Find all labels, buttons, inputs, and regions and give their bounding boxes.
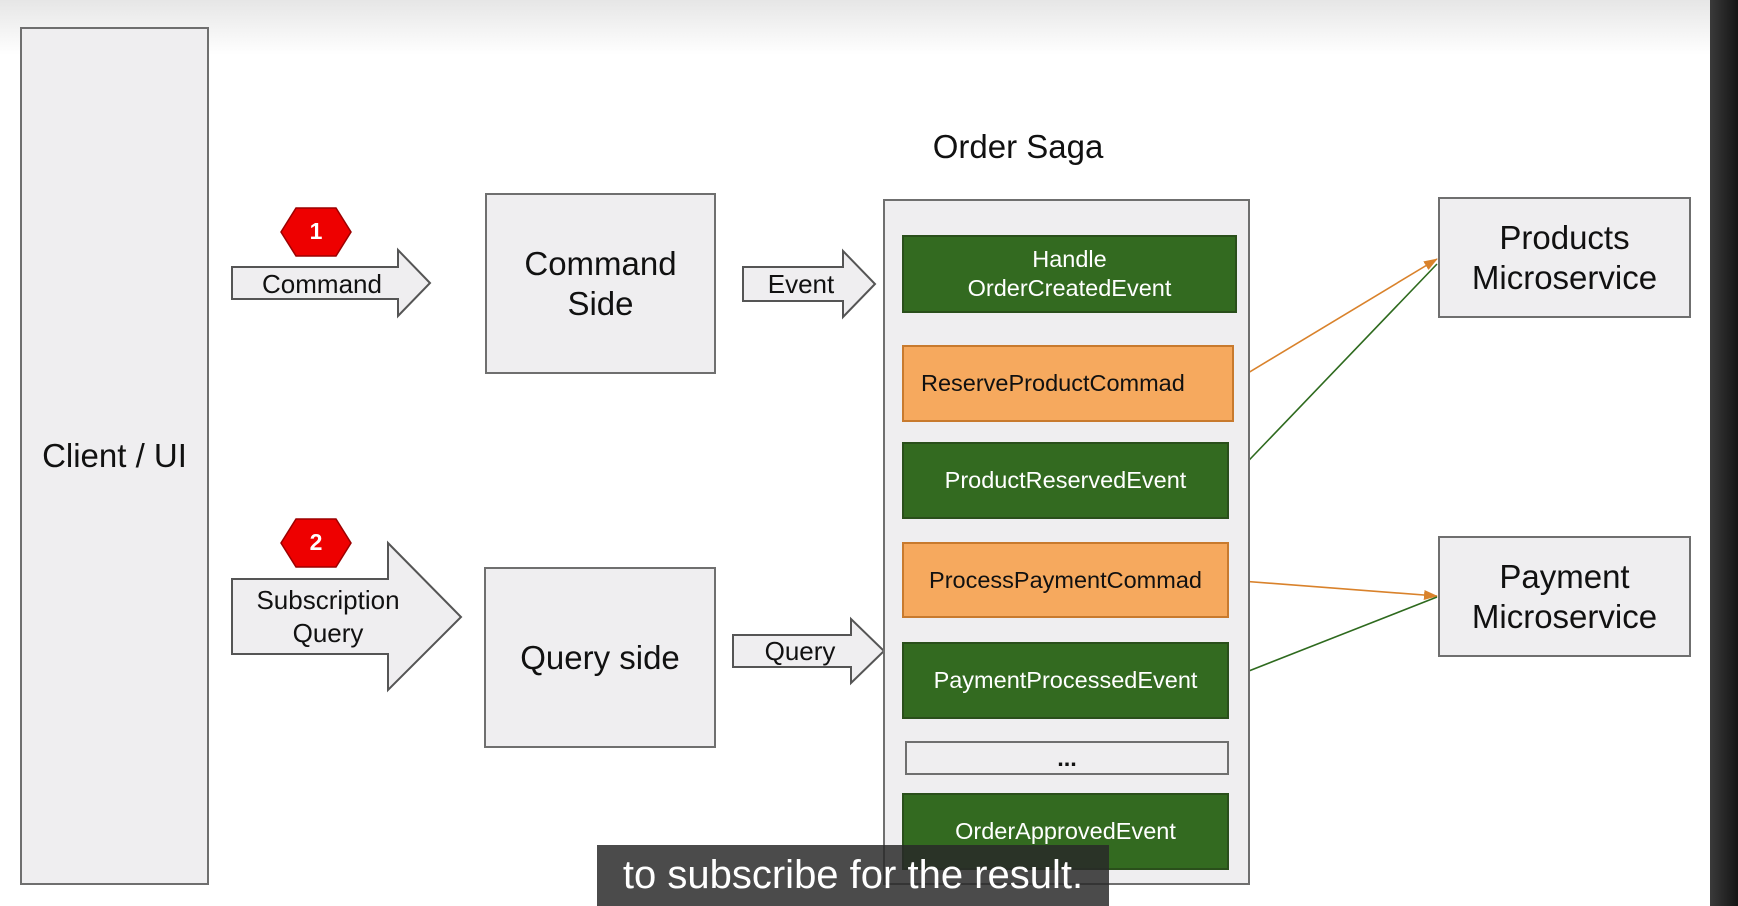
products-to-reserved-line: [1230, 263, 1438, 480]
reserve-to-products-line: [1232, 258, 1438, 383]
badge-2-label: 2: [309, 529, 323, 555]
top-shadow: [0, 0, 1738, 55]
products-microservice-box: Products Microservice: [1438, 197, 1691, 318]
saga-handle-order-created: Handle OrderCreatedEvent: [902, 235, 1237, 313]
payment-line1: Payment: [1499, 557, 1630, 595]
subscription-line1: Subscription: [256, 585, 400, 615]
saga-payment-processed-event: PaymentProcessedEvent: [902, 642, 1229, 719]
command-side-box: Command Side: [485, 193, 716, 374]
badge-2-octagon: [280, 518, 352, 568]
command-side-line1: Command: [524, 244, 677, 282]
query-arrow: [732, 616, 886, 686]
subscription-line2: Query: [292, 618, 364, 648]
badge-1-label: 1: [309, 218, 323, 244]
saga-reserve-product-command: ReserveProductCommad: [902, 345, 1234, 422]
subscription-arrow-label: Subscription Query: [236, 584, 420, 650]
saga-reserve-label: ReserveProductCommad: [921, 370, 1185, 396]
products-line2: Microservice: [1471, 258, 1658, 296]
order-saga-title: Order Saga: [932, 128, 1104, 165]
saga-ellipsis-label: ...: [1057, 744, 1077, 771]
payment-cmd-to-payment-line: [1227, 579, 1438, 600]
saga-product-reserved-event: ProductReservedEvent: [902, 442, 1229, 519]
event-arrow-label: Event: [767, 269, 835, 299]
right-edge-bar: [1710, 0, 1738, 906]
payment-line2: Microservice: [1471, 597, 1658, 635]
saga-handle-line1: Handle: [1032, 246, 1107, 272]
client-ui-label: Client / UI: [42, 437, 187, 474]
command-arrow-label: Command: [262, 269, 382, 299]
command-arrow: [231, 247, 432, 319]
badge-1-octagon: [280, 207, 352, 257]
saga-reserved-label: ProductReservedEvent: [944, 467, 1187, 493]
caption-text: to subscribe for the result.: [622, 853, 1084, 897]
query-side-label: Query side: [520, 638, 680, 676]
saga-payment-processed-label: PaymentProcessedEvent: [933, 667, 1198, 693]
client-ui-box: Client / UI: [20, 27, 209, 885]
subscription-query-arrow: [231, 540, 463, 693]
payment-to-processed-line: [1230, 596, 1438, 679]
event-arrow: [742, 248, 877, 320]
query-arrow-label: Query: [764, 636, 836, 666]
saga-handle-line2: OrderCreatedEvent: [967, 275, 1172, 301]
saga-process-payment-label: ProcessPaymentCommad: [929, 566, 1202, 593]
query-side-box: Query side: [484, 567, 716, 748]
command-side-line2: Side: [567, 284, 634, 322]
video-caption: to subscribe for the result.: [597, 845, 1109, 906]
payment-microservice-box: Payment Microservice: [1438, 536, 1691, 657]
saga-order-approved-label: OrderApprovedEvent: [955, 818, 1176, 844]
products-line1: Products: [1499, 218, 1630, 256]
saga-ellipsis-row: ...: [905, 741, 1229, 775]
saga-process-payment-command: ProcessPaymentCommad: [902, 542, 1229, 618]
